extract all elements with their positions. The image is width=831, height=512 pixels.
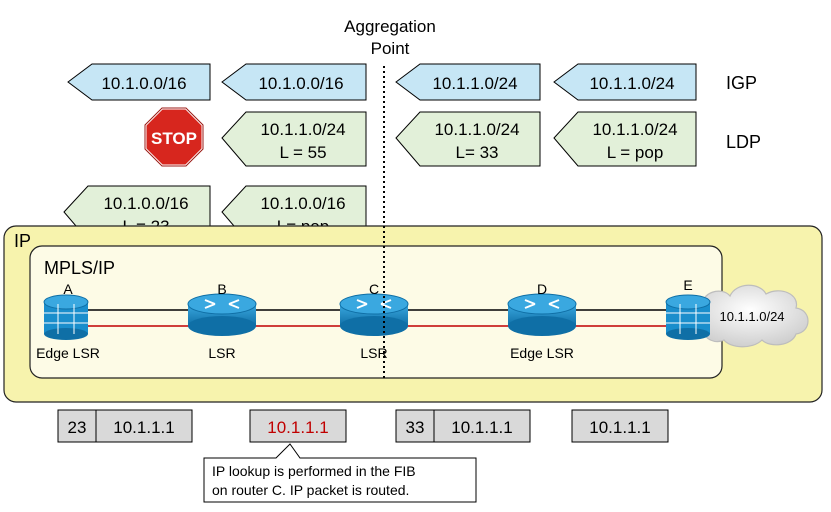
igp-prefix-4: 10.1.1.0/24	[589, 74, 674, 93]
ip-domain-label: IP	[14, 231, 31, 251]
ldp-label-2: L= 33	[455, 143, 498, 162]
igp-row-label: IGP	[726, 73, 757, 93]
packet-1: 23 10.1.1.1	[57, 409, 193, 443]
cloud-prefix-label: 10.1.1.0/24	[719, 309, 784, 324]
packet-2: 10.1.1.1	[249, 409, 347, 443]
igp-advert-1: 10.1.0.0/16	[67, 63, 211, 101]
title-line-2: Point	[371, 39, 410, 58]
igp-advert-2: 10.1.0.0/16	[221, 63, 367, 101]
ldp-agg-prefix-1: 10.1.0.0/16	[103, 194, 188, 213]
router-c-role: LSR	[360, 345, 387, 361]
packet-4-address: 10.1.1.1	[589, 418, 650, 437]
router-b-role: LSR	[208, 345, 235, 361]
edge-lsr-router-icon	[665, 294, 711, 340]
ldp-prefix-3: 10.1.1.0/24	[592, 120, 677, 139]
edge-lsr-router-icon	[43, 294, 89, 340]
ldp-advert-2: 10.1.1.0/24 L= 33	[395, 111, 541, 167]
title-line-1: Aggregation	[344, 17, 436, 36]
router-d-id: D	[537, 281, 547, 297]
lsr-router-icon	[339, 293, 409, 336]
packet-2-address: 10.1.1.1	[267, 418, 328, 437]
router-c-id: C	[369, 281, 379, 297]
igp-prefix-1: 10.1.0.0/16	[101, 74, 186, 93]
router-b-id: B	[217, 281, 226, 297]
router-e-id: E	[683, 277, 692, 293]
ldp-prefix-2: 10.1.1.0/24	[434, 120, 519, 139]
ldp-label-3: L = pop	[607, 143, 664, 162]
packet-3-address: 10.1.1.1	[451, 418, 512, 437]
igp-prefix-2: 10.1.0.0/16	[258, 74, 343, 93]
callout-line-1: IP lookup is performed in the FIB	[212, 463, 416, 479]
ldp-advert-1: 10.1.1.0/24 L = 55	[221, 111, 367, 167]
callout-line-2: on router C. IP packet is routed.	[212, 482, 409, 498]
router-e: E	[665, 277, 711, 340]
lsr-router-icon	[507, 293, 577, 336]
igp-advert-4: 10.1.1.0/24	[553, 63, 697, 101]
router-a: A Edge LSR	[36, 281, 100, 361]
packet-1-address: 10.1.1.1	[113, 418, 174, 437]
ldp-advert-3: 10.1.1.0/24 L = pop	[553, 111, 697, 167]
stop-sign-icon: STOP	[143, 106, 205, 168]
igp-advert-3: 10.1.1.0/24	[395, 63, 541, 101]
mpls-domain-label: MPLS/IP	[44, 258, 115, 278]
router-d-role: Edge LSR	[510, 345, 574, 361]
fib-lookup-callout: IP lookup is performed in the FIB on rou…	[203, 443, 477, 503]
lsr-router-icon	[187, 293, 257, 336]
destination-cloud-icon: 10.1.1.0/24	[691, 284, 809, 348]
ldp-label-1: L = 55	[279, 143, 326, 162]
router-d: D Edge LSR	[507, 281, 577, 361]
packet-4: 10.1.1.1	[571, 409, 669, 443]
router-a-id: A	[63, 281, 73, 297]
packet-3: 33 10.1.1.1	[395, 409, 531, 443]
packet-3-label: 33	[406, 418, 425, 437]
igp-prefix-3: 10.1.1.0/24	[432, 74, 517, 93]
ldp-agg-prefix-2: 10.1.0.0/16	[260, 194, 345, 213]
router-b: B LSR	[187, 281, 257, 361]
router-c: C LSR	[339, 281, 409, 361]
ldp-prefix-1: 10.1.1.0/24	[260, 120, 345, 139]
stop-sign-text: STOP	[151, 129, 197, 148]
ldp-row-label: LDP	[726, 132, 761, 152]
packet-1-label: 23	[68, 418, 87, 437]
router-a-role: Edge LSR	[36, 345, 100, 361]
